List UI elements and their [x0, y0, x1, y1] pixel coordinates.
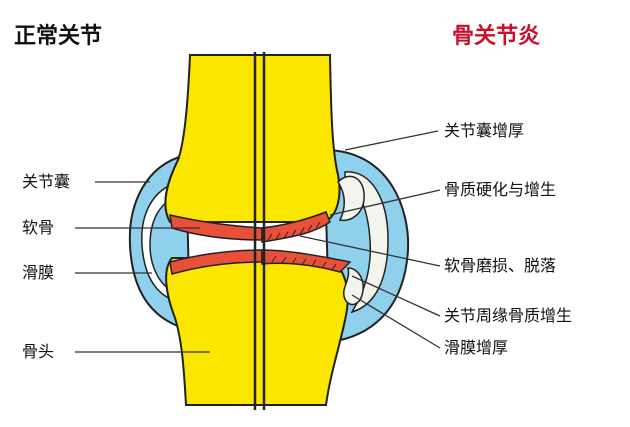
label-cartilage: 软骨: [22, 218, 55, 237]
right-synovium: [344, 171, 389, 314]
label-sclerosis: 骨质硬化与增生: [444, 180, 557, 199]
label-capsule: 关节囊: [22, 172, 71, 191]
label-synovium-thickening: 滑膜增厚: [444, 338, 509, 357]
title-normal-joint: 正常关节: [14, 24, 103, 49]
label-cartilage-wear: 软骨磨损、脱落: [444, 256, 557, 275]
leader-capsule-thick: [344, 130, 439, 151]
label-bone: 骨头: [22, 342, 55, 361]
label-synovium: 滑膜: [22, 263, 55, 282]
lower-bone: [165, 257, 349, 406]
bone-spur-lower: [343, 267, 364, 306]
upper-bone: [164, 54, 341, 223]
right-cartilage-lower-worn: [261, 249, 352, 273]
leader-sclerosis: [329, 189, 441, 216]
leader-osteophyte: [351, 275, 441, 317]
label-osteophyte: 关节周缘骨质增生: [444, 306, 573, 325]
leader-cartilage-worn: [299, 235, 441, 267]
label-capsule-thickening: 关节囊增厚: [444, 121, 525, 140]
leader-synovium-thick: [351, 294, 441, 349]
cartilage-wear-marks: [267, 221, 337, 271]
title-osteoarthritis: 骨关节炎: [452, 24, 541, 49]
